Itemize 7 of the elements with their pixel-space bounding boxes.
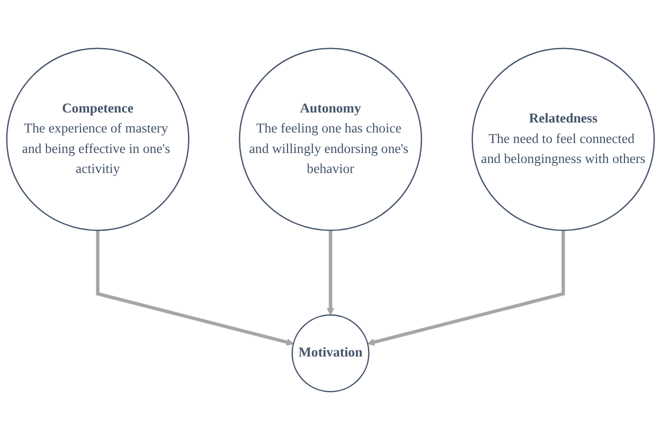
node-circle: Autonomy The feeling one has choice and willingly endorsing one's behavior xyxy=(238,48,422,231)
node-circle: Motivation xyxy=(292,314,370,392)
arrow xyxy=(96,230,294,346)
node-circle: Competence The experience of mastery and being effective in one's activitiy xyxy=(6,48,190,231)
node-circle: Relatedness The need to feel connected and belongingness with others xyxy=(472,48,655,231)
arrow xyxy=(326,230,334,316)
arrow xyxy=(367,230,565,346)
